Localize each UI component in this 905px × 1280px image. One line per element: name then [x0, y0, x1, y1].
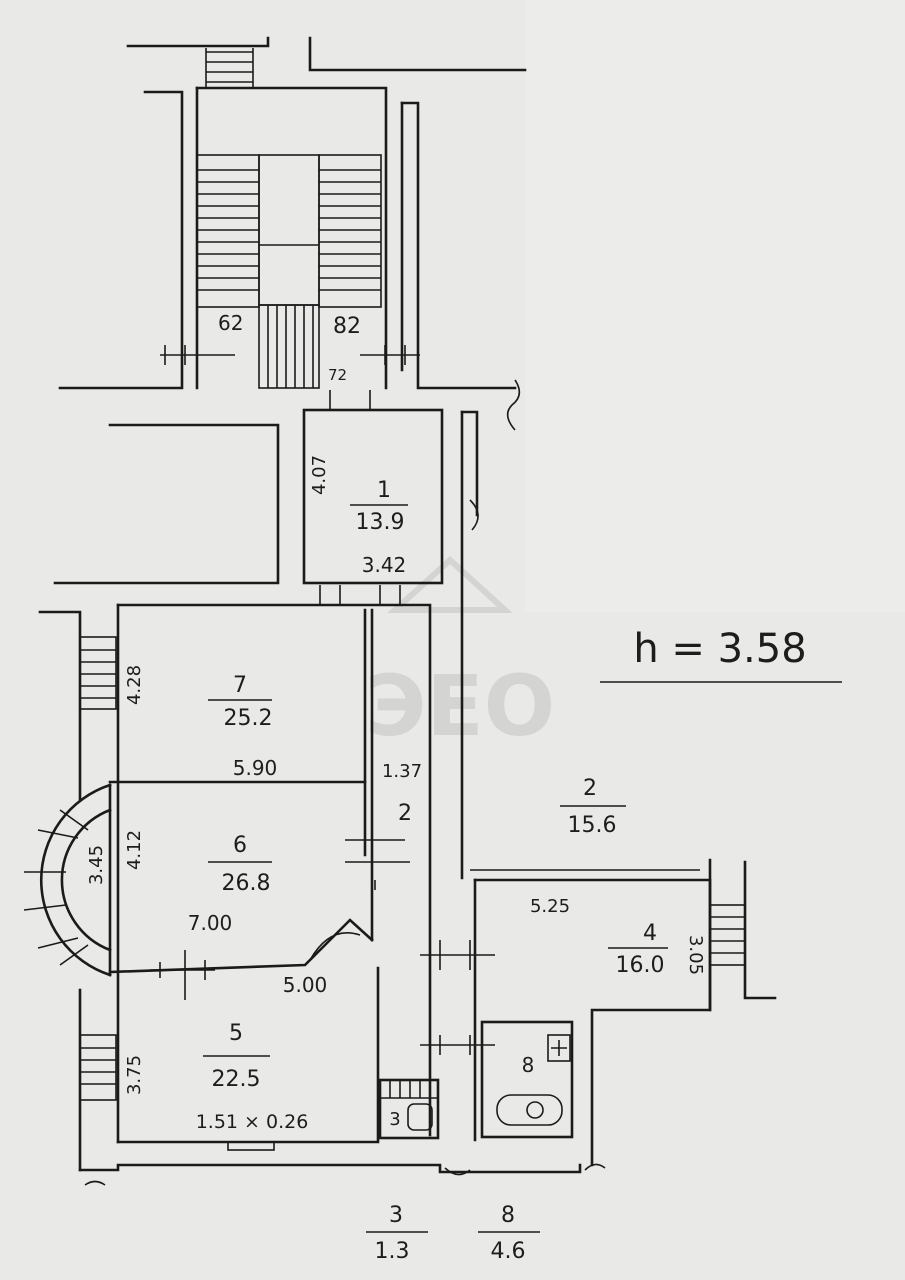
room-6: 3.45 4.12 6 26.8 7.00 [23, 783, 374, 1000]
staircase: 62 82 72 [58, 36, 527, 431]
dim-room-4-side: 3.05 [685, 935, 706, 975]
room-7-area: 25.2 [224, 706, 273, 731]
toilet-icon [407, 1103, 433, 1131]
dim-room-6-width: 7.00 [188, 911, 233, 935]
stair-landing [258, 304, 320, 389]
summary-3-area: 1.3 [375, 1239, 410, 1264]
dim-corridor-width: 1.37 [382, 761, 422, 782]
room-6-number: 6 [233, 833, 247, 858]
niche [227, 1141, 275, 1151]
bathtub-icon [496, 1094, 563, 1126]
dim-stair-right: 82 [333, 314, 361, 339]
summary-8-area: 4.6 [491, 1239, 526, 1264]
summary-8-number: 8 [501, 1203, 515, 1228]
watermark-logo: ЭЕО [365, 555, 555, 755]
dim-room-7-width: 5.90 [233, 756, 278, 780]
room-7: 7 25.2 4.28 5.90 [38, 603, 432, 1144]
summary-room-8: 8 4.6 [478, 1203, 540, 1264]
room-7-number: 7 [233, 673, 247, 698]
dim-stair-left: 62 [218, 311, 243, 335]
dim-room-1-side: 4.07 [309, 455, 330, 495]
dim-room-5-width: 5.00 [283, 973, 328, 997]
stair-flight-right [318, 154, 382, 308]
room-3-number: 3 [389, 1109, 400, 1130]
dim-room-6-side: 4.12 [124, 830, 145, 870]
bay-window [23, 809, 89, 966]
summary-room-3: 3 1.3 [366, 1203, 428, 1264]
room-4-number: 4 [643, 921, 657, 946]
side-steps-top [79, 636, 117, 710]
room-6-area: 26.8 [222, 871, 271, 896]
outer-wall-bottom [78, 1163, 606, 1186]
dim-stair-door: 72 [328, 366, 347, 384]
dim-room-5-side: 3.75 [124, 1055, 145, 1095]
side-steps-right [709, 904, 746, 966]
dim-room-4-width: 5.25 [530, 896, 570, 917]
paper-fold [525, 0, 905, 612]
dim-room-5-niche: 1.51 × 0.26 [196, 1111, 309, 1133]
room-1: 1 13.9 4.07 3.42 [53, 408, 444, 605]
side-steps-bottom [79, 1034, 117, 1101]
room-2-corridor-number: 2 [398, 801, 412, 826]
room-2-area: 15.6 [568, 813, 617, 838]
room-2-corridor: 1.37 2 [345, 608, 495, 1055]
dim-bay-depth: 3.45 [86, 845, 107, 885]
room-2-number: 2 [583, 776, 597, 801]
room-8: 8 [480, 1020, 574, 1139]
room-1-area: 13.9 [356, 510, 405, 535]
dim-room-1-width: 3.42 [362, 553, 407, 577]
break-mark [506, 379, 521, 431]
room-8-number: 8 [522, 1053, 535, 1077]
room-4-area: 16.0 [616, 953, 665, 978]
watermark-text: ЭЕО [365, 657, 555, 755]
room-5: 5.00 5 22.5 3.75 1.51 × 0.26 [78, 966, 380, 1172]
dim-room-7-side: 4.28 [124, 665, 145, 705]
room-5-number: 5 [229, 1021, 243, 1046]
room-3: 3 [378, 1078, 440, 1140]
stove-icon [547, 1034, 571, 1062]
room-1-number: 1 [377, 478, 391, 503]
room-4: 5.25 4 16.0 3.05 [530, 858, 777, 1012]
room-2: 2 15.6 [460, 410, 712, 1167]
summary-3-number: 3 [389, 1203, 403, 1228]
room-5-area: 22.5 [212, 1067, 261, 1092]
ceiling-height: h = 3.58 [633, 626, 806, 672]
